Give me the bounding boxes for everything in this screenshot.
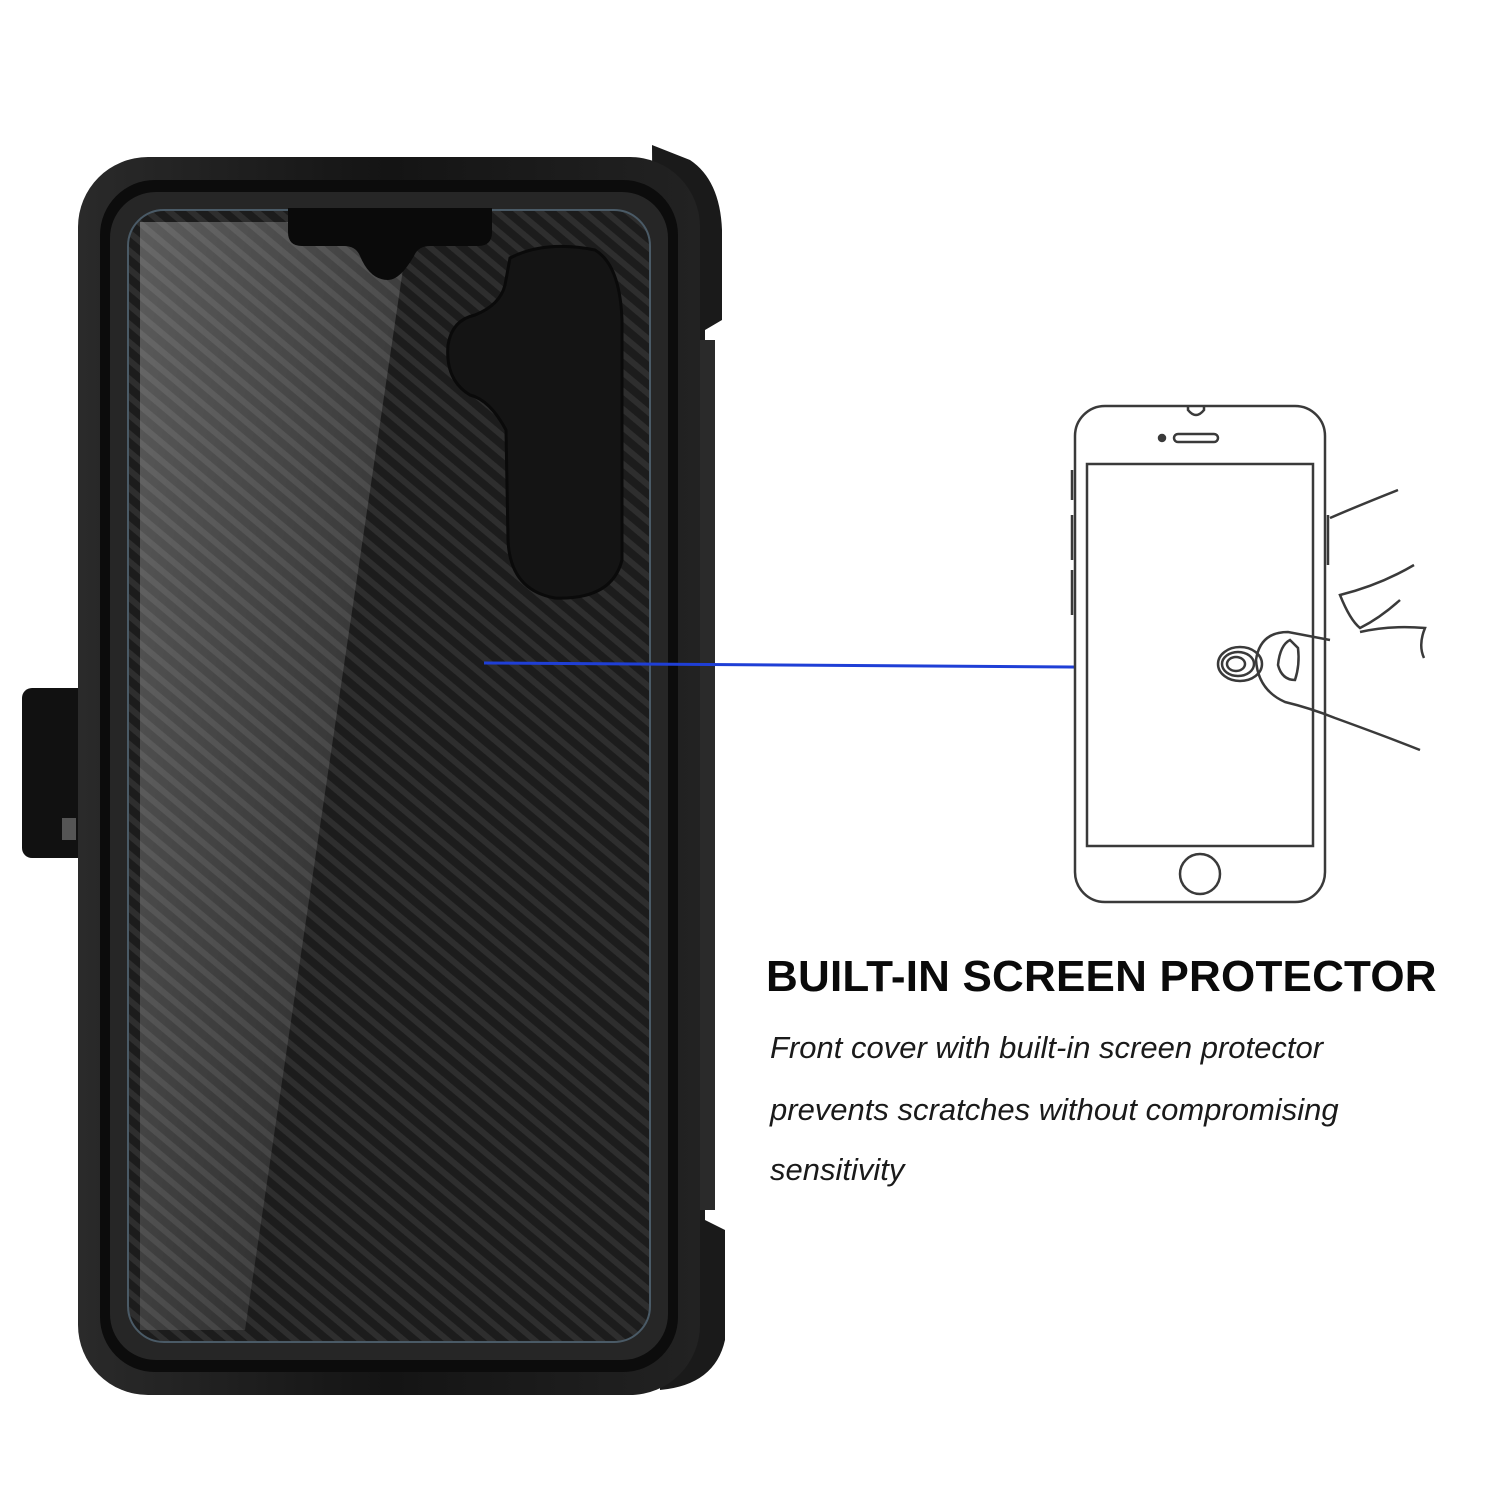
camera-notch xyxy=(288,208,492,280)
holster-clip xyxy=(22,688,92,858)
phone-touch-icon xyxy=(1070,404,1427,904)
phone-case-icon xyxy=(22,145,725,1395)
feature-description-line: prevents scratches without compromising xyxy=(770,1092,1339,1127)
feature-description-line: sensitivity xyxy=(770,1152,905,1187)
feature-title: BUILT-IN SCREEN PROTECTOR xyxy=(766,952,1437,1001)
camera-cutout xyxy=(446,244,624,600)
feature-description-line: Front cover with built-in screen protect… xyxy=(770,1030,1324,1065)
